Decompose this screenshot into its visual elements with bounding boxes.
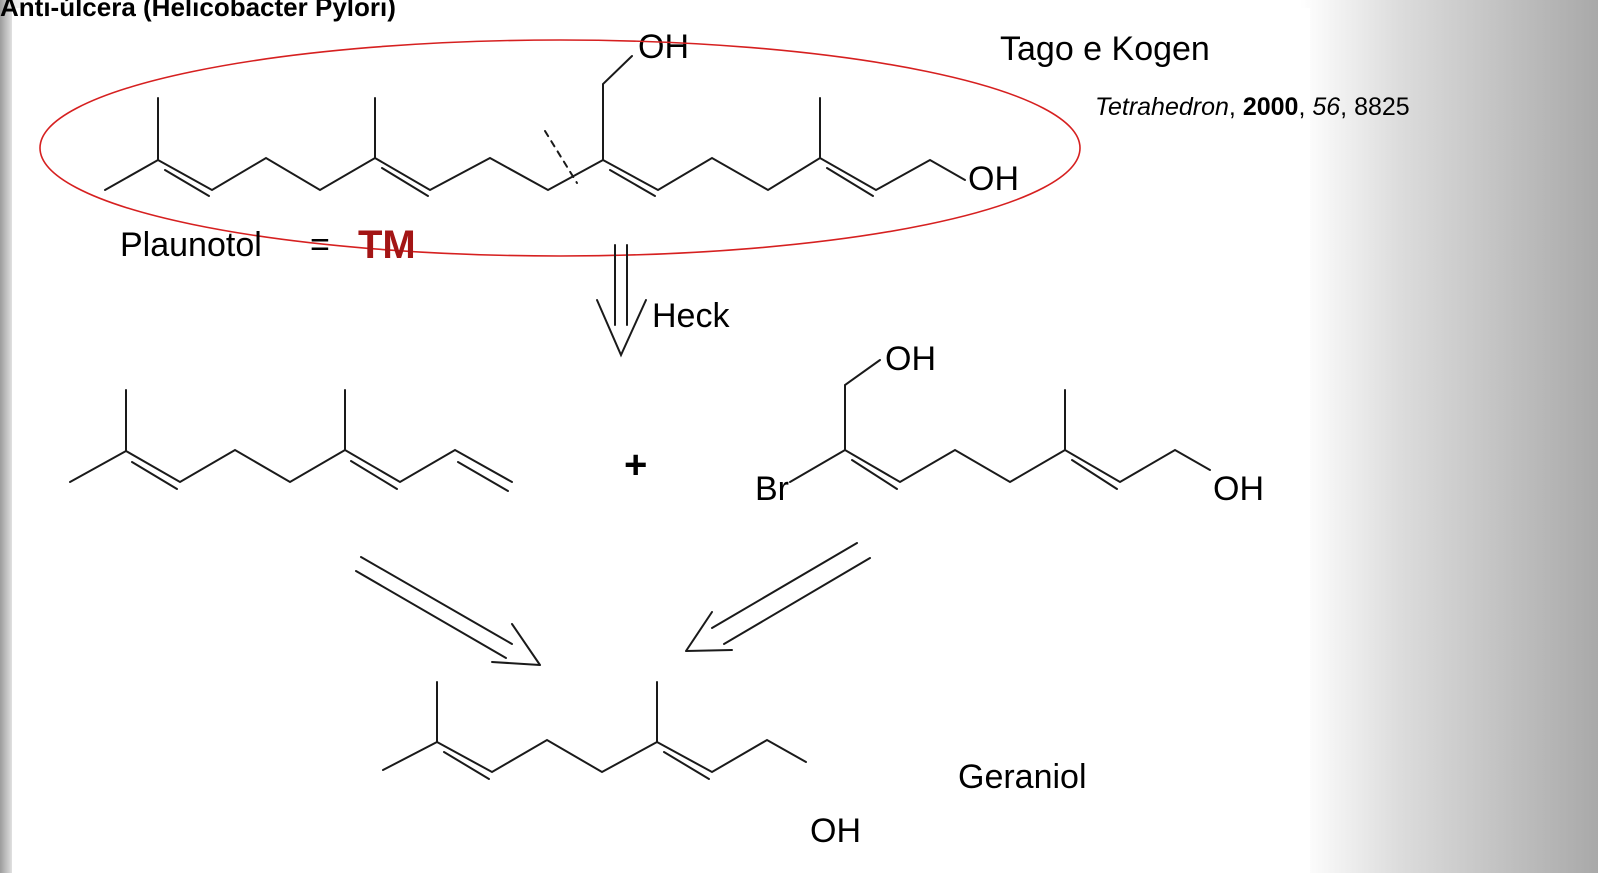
oh-label: OH xyxy=(968,160,1019,198)
left-retro-arrow xyxy=(355,556,541,666)
plaunotol-structure xyxy=(104,55,966,197)
content-panel xyxy=(12,8,1310,873)
oh-label: OH xyxy=(885,340,936,378)
reference-citation: Tetrahedron, 2000, 56, 8825 xyxy=(1095,93,1410,121)
oh-label: OH xyxy=(1213,470,1264,508)
reference-year: 2000 xyxy=(1243,93,1299,121)
retrosynthetic-arrow xyxy=(596,244,647,358)
triene-fragment-structure xyxy=(69,389,513,492)
right-retro-arrow xyxy=(685,542,871,652)
oh-label: OH xyxy=(810,812,861,850)
reference-authors: Tago e Kogen xyxy=(1000,30,1210,68)
plus-sign: + xyxy=(624,443,647,487)
reference-separator: , xyxy=(1298,93,1305,121)
reaction-label: Heck xyxy=(652,297,730,335)
target-tm-label: TM xyxy=(358,223,416,267)
reference-pages: 8825 xyxy=(1354,93,1410,121)
geraniol-structure xyxy=(382,681,807,780)
page-title: Anti-úlcera (Helicobacter Pylori) xyxy=(0,0,396,22)
target-highlight-ellipse xyxy=(39,39,1081,257)
reference-separator: , xyxy=(1229,93,1236,121)
oh-label: OH xyxy=(638,28,689,66)
reference-separator: , xyxy=(1340,93,1347,121)
bromo-diol-fragment-structure xyxy=(789,359,1211,490)
target-equals: = xyxy=(310,226,330,264)
reference-volume: 56 xyxy=(1312,93,1340,121)
reference-journal: Tetrahedron xyxy=(1095,93,1229,121)
br-label: Br xyxy=(755,470,789,508)
target-name: Plaunotol xyxy=(120,226,262,264)
geraniol-label: Geraniol xyxy=(958,758,1087,796)
